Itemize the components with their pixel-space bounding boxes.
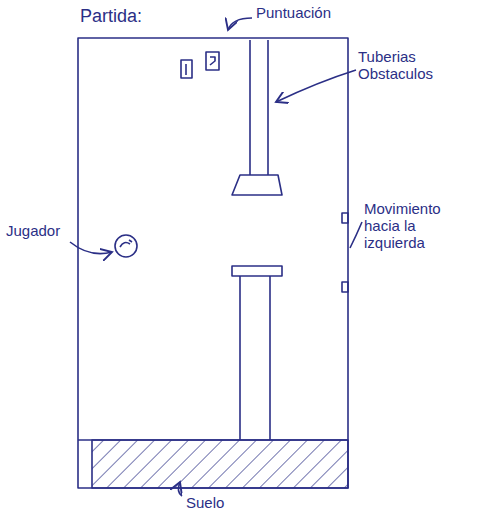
score-digit (181, 60, 192, 78)
score-digit (206, 52, 219, 70)
score-label: Puntuación (256, 4, 331, 21)
edge-tick (342, 213, 348, 223)
ground-band (92, 440, 348, 488)
leader-arrow (178, 482, 182, 496)
page-title: Partida: (80, 6, 142, 26)
movement-label: Movimiento hacia la izquierda (364, 200, 479, 251)
player-label: Jugador (6, 222, 60, 239)
bottom-pipe-cap (232, 266, 282, 276)
leader-arrow (228, 18, 252, 30)
player-bird-detail (120, 240, 132, 247)
score-digit-mark (185, 64, 187, 75)
leader-line (350, 222, 362, 248)
player-bird (115, 235, 137, 257)
pipes-label: Tuberias Obstaculos (358, 48, 458, 82)
top-pipe (250, 40, 268, 175)
edge-tick (342, 282, 348, 292)
score-digit-mark (210, 57, 215, 65)
game-frame (78, 38, 348, 488)
top-pipe-cap (232, 175, 282, 195)
leader-arrow (276, 70, 356, 102)
bottom-pipe (240, 276, 270, 440)
ground-label: Suelo (186, 494, 224, 511)
leader-arrow (70, 242, 112, 254)
